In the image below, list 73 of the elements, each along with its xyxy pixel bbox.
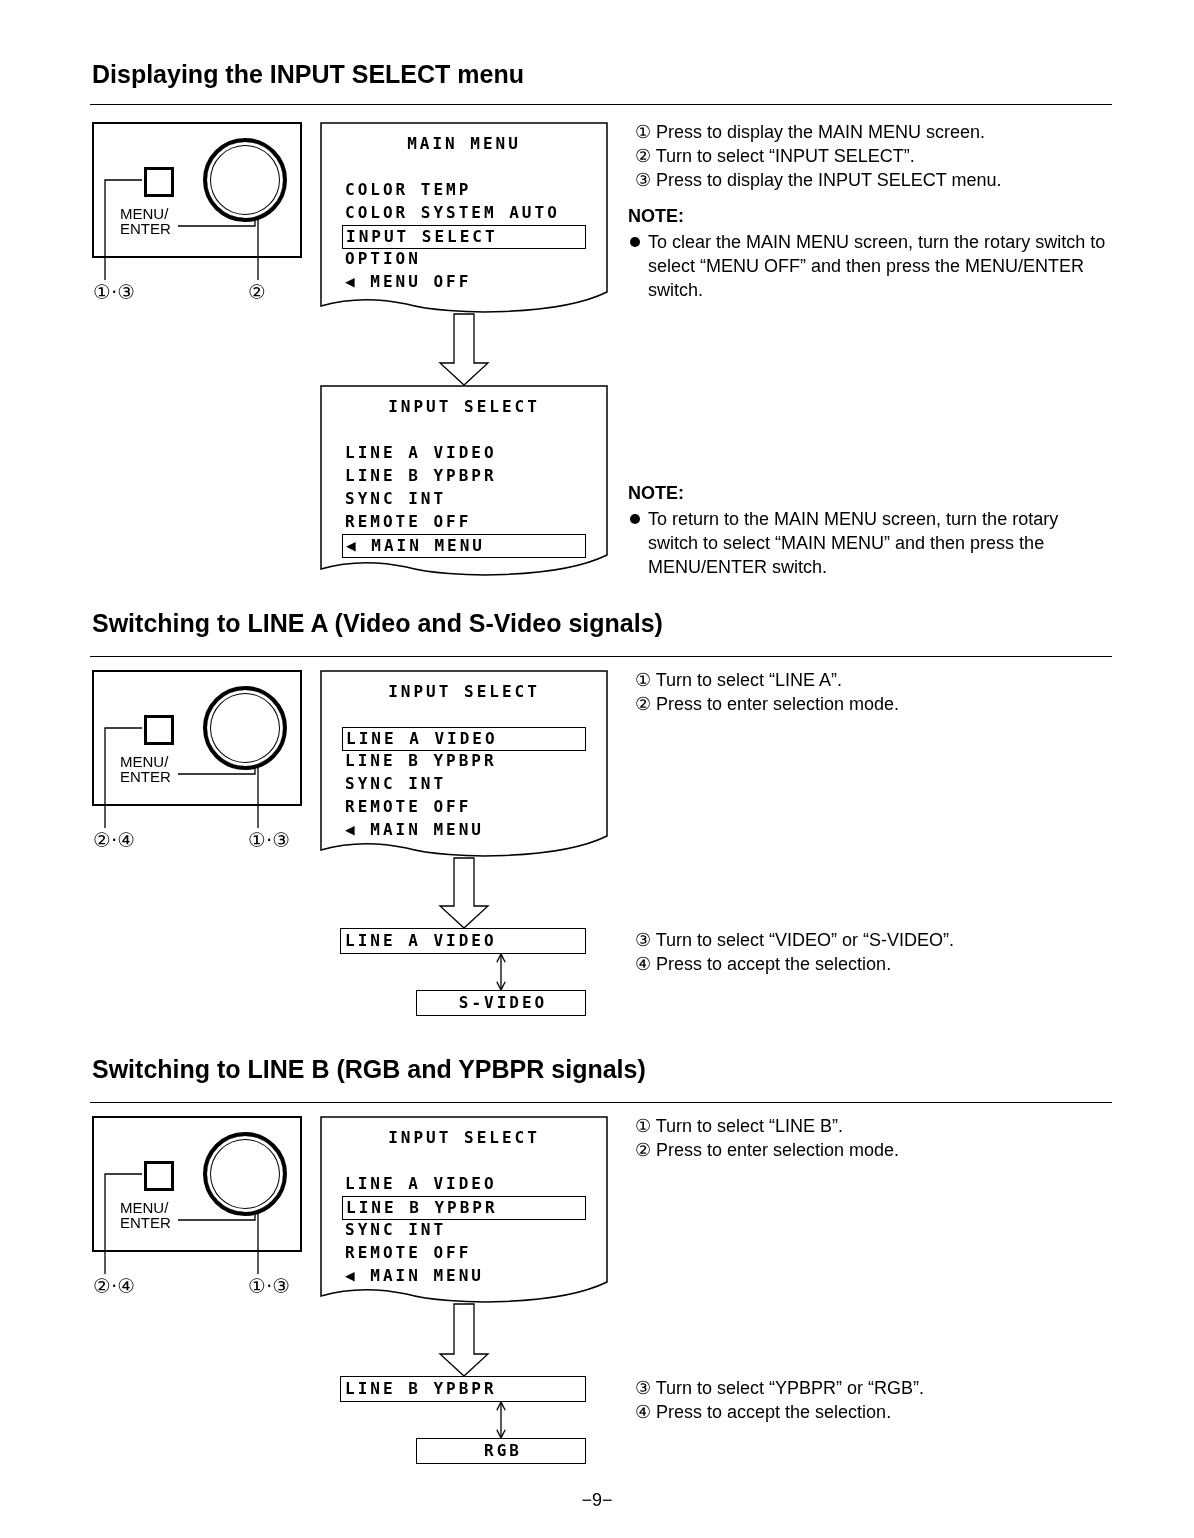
instruction-text: ① Turn to select “LINE B”. [635, 1115, 844, 1138]
callout-number: ②·④ [93, 828, 136, 854]
selection-display: S-VIDEO [416, 990, 586, 1016]
control-panel [92, 670, 302, 806]
menu-title: MAIN MENU [406, 134, 522, 153]
menu-button [144, 715, 174, 745]
menu-row: REMOTE OFF [345, 797, 472, 816]
button-label: MENU/ ENTER [120, 1200, 178, 1232]
button-label: MENU/ ENTER [120, 206, 178, 238]
button-label: MENU/ ENTER [120, 754, 178, 786]
menu-row: OPTION [345, 249, 421, 268]
section-heading: Displaying the INPUT SELECT menu [92, 60, 524, 89]
note-heading: NOTE: [628, 483, 684, 504]
leader-line [104, 179, 143, 281]
menu-row: SYNC INT [345, 489, 447, 508]
section-heading: Switching to LINE B (RGB and YPBPR signals) [92, 1055, 646, 1084]
highlighted-row: LINE B YPBPR [342, 1196, 586, 1220]
instruction-text: ① Turn to select “LINE A”. [635, 669, 843, 692]
menu-row: SYNC INT [345, 774, 447, 793]
arrow [438, 857, 490, 929]
menu-button [144, 167, 174, 197]
rotary-knob [203, 138, 287, 222]
menu-row: ◀ MENU OFF [345, 272, 472, 291]
callout-number: ①·③ [248, 1274, 291, 1300]
menu-row: LINE A VIDEO [345, 1174, 497, 1193]
control-panel [92, 122, 302, 258]
menu-row: LINE B YPBPR [345, 751, 497, 770]
highlighted-row: INPUT SELECT [342, 225, 586, 249]
note-heading: NOTE: [628, 206, 684, 227]
rotary-knob [203, 686, 287, 770]
callout-number: ②·④ [93, 1274, 136, 1300]
callout-number: ①·③ [93, 280, 136, 306]
selection-display: RGB [416, 1438, 586, 1464]
instruction-text: ③ Turn to select “VIDEO” or “S-VIDEO”. [635, 929, 955, 952]
menu-row: COLOR TEMP [345, 180, 472, 199]
leader-line [104, 1173, 143, 1275]
menu-row: REMOTE OFF [345, 512, 472, 531]
callout-number: ①·③ [248, 828, 291, 854]
menu-row: LINE B YPBPR [345, 466, 497, 485]
instruction-text: ① Press to display the MAIN MENU screen. [635, 121, 986, 144]
control-panel [92, 1116, 302, 1252]
menu-title: INPUT SELECT [387, 1128, 541, 1147]
highlighted-row: LINE A VIDEO [342, 727, 586, 751]
instruction-text: ② Press to enter selection mode. [635, 693, 900, 716]
selection-display: LINE A VIDEO [340, 928, 586, 954]
menu-row: ◀ MAIN MENU [345, 1266, 484, 1285]
menu-button [144, 1161, 174, 1191]
highlighted-row: ◀ MAIN MENU [342, 534, 586, 558]
menu-row: REMOTE OFF [345, 1243, 472, 1262]
selection-display: LINE B YPBPR [340, 1376, 586, 1402]
instruction-text: ④ Press to accept the selection. [635, 1401, 892, 1424]
menu-row: COLOR SYSTEM AUTO [345, 203, 560, 222]
double-arrow [496, 1401, 506, 1439]
instruction-text: ② Turn to select “INPUT SELECT”. [635, 145, 915, 168]
page-number: −9− [580, 1490, 614, 1511]
instruction-text: ④ Press to accept the selection. [635, 953, 892, 976]
note-text: To return to the MAIN MENU screen, turn the rotary switch to select “MAIN MENU” and then press the MENU/ENTER switch. [648, 508, 1060, 579]
double-arrow [496, 953, 506, 991]
section-heading: Switching to LINE A (Video and S-Video signals) [92, 609, 663, 638]
instruction-text: ③ Turn to select “YPBPR” or “RGB”. [635, 1377, 925, 1400]
menu-title: INPUT SELECT [387, 397, 541, 416]
callout-number: ② [248, 280, 266, 306]
menu-row: LINE A VIDEO [345, 443, 497, 462]
instruction-text: ② Press to enter selection mode. [635, 1139, 900, 1162]
leader-line [104, 727, 143, 829]
rotary-knob [203, 1132, 287, 1216]
note-text: To clear the MAIN MENU screen, turn the rotary switch to select “MENU OFF” and then press the MENU/ENTER switch. [648, 231, 1107, 302]
menu-row: SYNC INT [345, 1220, 447, 1239]
arrow [438, 1303, 490, 1377]
menu-title: INPUT SELECT [387, 682, 541, 701]
arrow [438, 313, 490, 386]
menu-row: ◀ MAIN MENU [345, 820, 484, 839]
instruction-text: ③ Press to display the INPUT SELECT menu. [635, 169, 1002, 192]
